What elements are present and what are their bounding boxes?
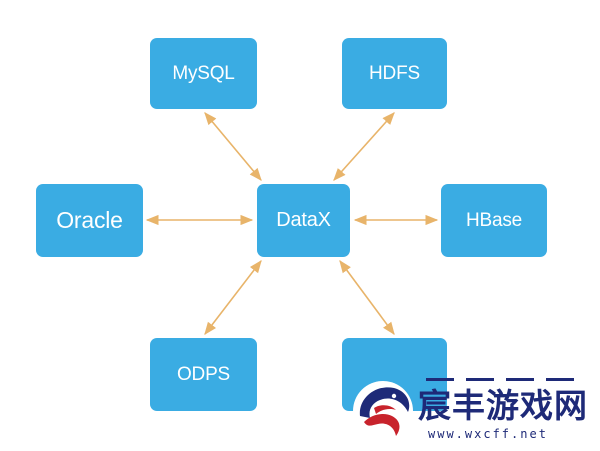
arrow-hdfs-datax xyxy=(333,112,395,181)
node-oracle: Oracle xyxy=(36,184,143,257)
dragon-logo-icon xyxy=(353,381,413,441)
watermark-url: www.wxcff.net xyxy=(428,427,548,441)
node-oracle-label: Oracle xyxy=(56,207,123,233)
node-hbase-label: HBase xyxy=(465,209,523,231)
node-odps: ODPS xyxy=(150,338,257,411)
node-mysql: MySQL xyxy=(150,38,257,109)
arrow-odps-datax xyxy=(204,259,262,336)
watermark-title: 宸丰游戏网 xyxy=(418,386,588,425)
arrow-mysql-datax xyxy=(204,112,262,181)
node-datax-label: DataX xyxy=(276,209,331,231)
node-datax: DataX xyxy=(257,184,350,257)
node-hdfs-label: HDFS xyxy=(369,62,420,84)
node-hbase: HBase xyxy=(441,184,547,257)
watermark: 宸丰游戏网 www.wxcff.net xyxy=(348,372,588,447)
node-mysql-label: MySQL xyxy=(172,62,235,84)
node-hdfs: HDFS xyxy=(342,38,447,109)
node-odps-label: ODPS xyxy=(176,363,231,385)
arrow-blank-datax xyxy=(339,259,395,336)
watermark-dashes xyxy=(426,378,574,381)
